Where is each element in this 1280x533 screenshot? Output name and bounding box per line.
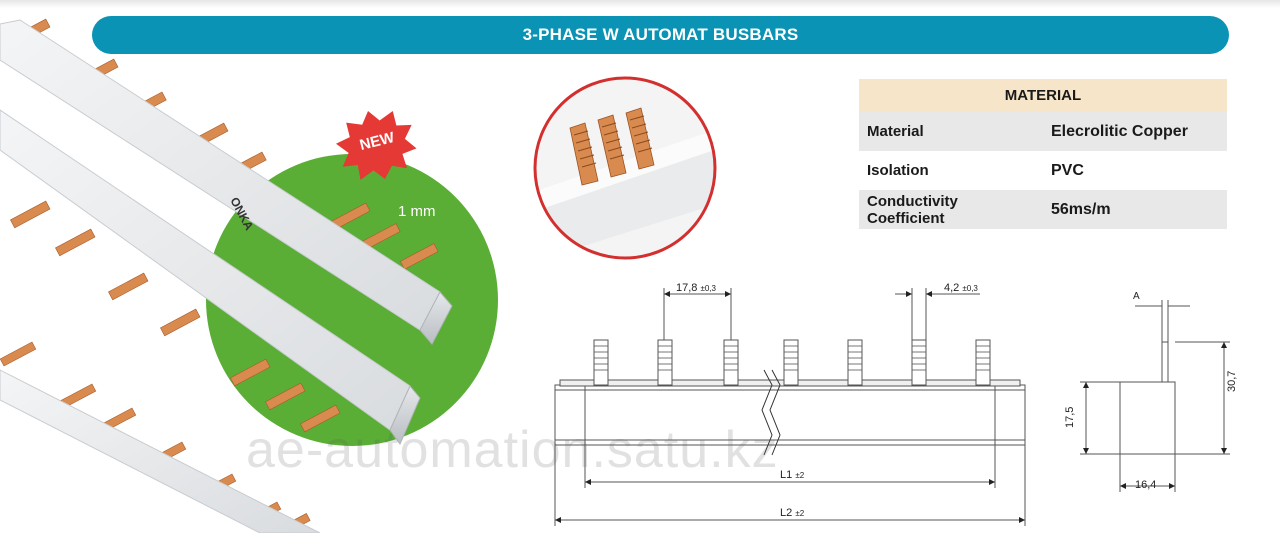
watermark: ae-automation.satu.kz — [246, 421, 779, 479]
side-height-body: 17,5 — [1064, 406, 1076, 428]
pin-width-dimension: 4,2 ±0,3 — [944, 282, 978, 294]
l1-dimension: L1 ±2 — [780, 469, 805, 481]
row-value: Elecrolitic Copper — [1043, 112, 1227, 151]
busbar-pins — [593, 339, 991, 386]
row-key: Material — [859, 112, 1043, 151]
table-row: Conductivity Coefficient 56ms/m — [859, 190, 1227, 229]
product-photo: ONKA — [0, 18, 498, 533]
row-key: Isolation — [867, 162, 929, 179]
thickness-label: 1 mm — [398, 203, 436, 220]
page-title: 3-PHASE W AUTOMAT BUSBARS — [522, 25, 799, 44]
material-table-header: MATERIAL — [859, 79, 1227, 112]
title-banner: 3-PHASE W AUTOMAT BUSBARS — [92, 16, 1229, 54]
material-table: MATERIAL Material Elecrolitic Copper Iso… — [859, 79, 1227, 229]
new-badge — [335, 110, 417, 180]
side-a-label: A — [1133, 291, 1140, 302]
table-row: Material Elecrolitic Copper — [859, 112, 1227, 151]
row-value: 56ms/m — [1043, 190, 1227, 229]
pitch-dimension: 17,8 ±0,3 — [676, 282, 716, 294]
row-key: Conductivity Coefficient — [859, 190, 1043, 229]
l2-dimension: L2 ±2 — [780, 507, 805, 519]
row-value: PVC — [1051, 161, 1084, 179]
detail-zoom — [533, 76, 717, 260]
technical-drawing — [554, 288, 1230, 526]
side-width: 16,4 — [1135, 479, 1157, 491]
side-height-total: 30,7 — [1226, 370, 1238, 392]
side-view-body — [1119, 381, 1176, 455]
table-row: Isolation PVC — [859, 151, 1227, 190]
top-divider — [0, 0, 1280, 8]
